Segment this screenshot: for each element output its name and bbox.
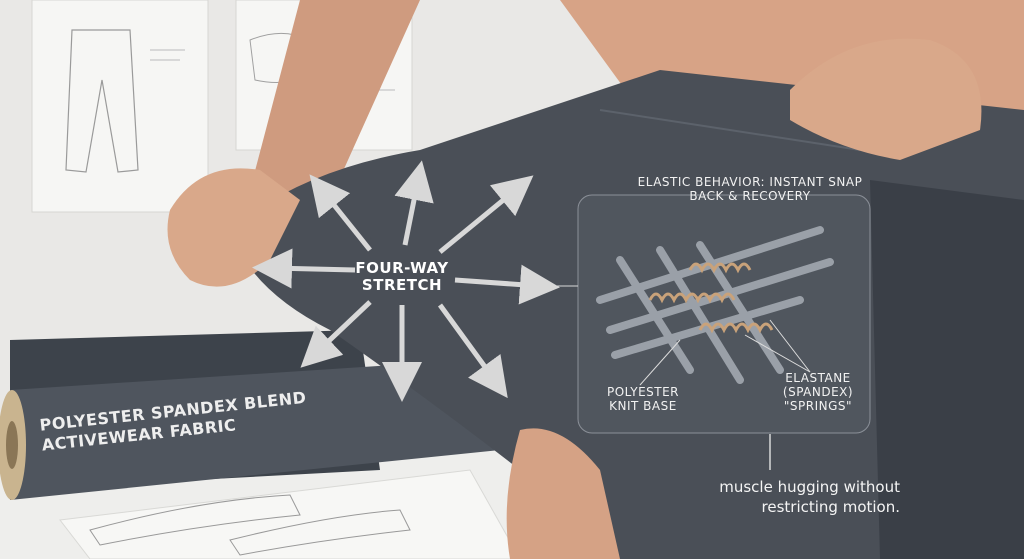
polyester-label: POLYESTER KNIT BASE bbox=[606, 385, 680, 413]
fiber-magnifier-panel bbox=[577, 194, 871, 434]
arrow-up-right bbox=[438, 175, 534, 254]
elastane-springs bbox=[648, 262, 774, 334]
arrow-left bbox=[252, 248, 356, 289]
hand-bottom bbox=[506, 428, 620, 559]
arrow-up bbox=[394, 160, 434, 246]
arrow-down-left bbox=[300, 300, 372, 368]
stretch-arrows bbox=[252, 160, 560, 402]
sketch-poster-left bbox=[31, 0, 209, 213]
arrow-down-right bbox=[437, 303, 508, 399]
sketch-paper-table bbox=[59, 469, 521, 559]
arrow-right bbox=[454, 264, 560, 305]
hand-right-top bbox=[790, 38, 982, 160]
elastane-label: ELASTANE (SPANDEX) "SPRINGS" bbox=[782, 371, 854, 413]
elastic-behavior-title: ELASTIC BEHAVIOR: INSTANT SNAP BACK & RE… bbox=[637, 175, 863, 203]
arrow-up-left bbox=[309, 174, 372, 252]
caption-text: muscle hugging without restricting motio… bbox=[719, 478, 900, 516]
four-way-stretch-label: FOUR-WAY STRETCH bbox=[355, 259, 449, 295]
fabric-roll bbox=[0, 330, 500, 500]
